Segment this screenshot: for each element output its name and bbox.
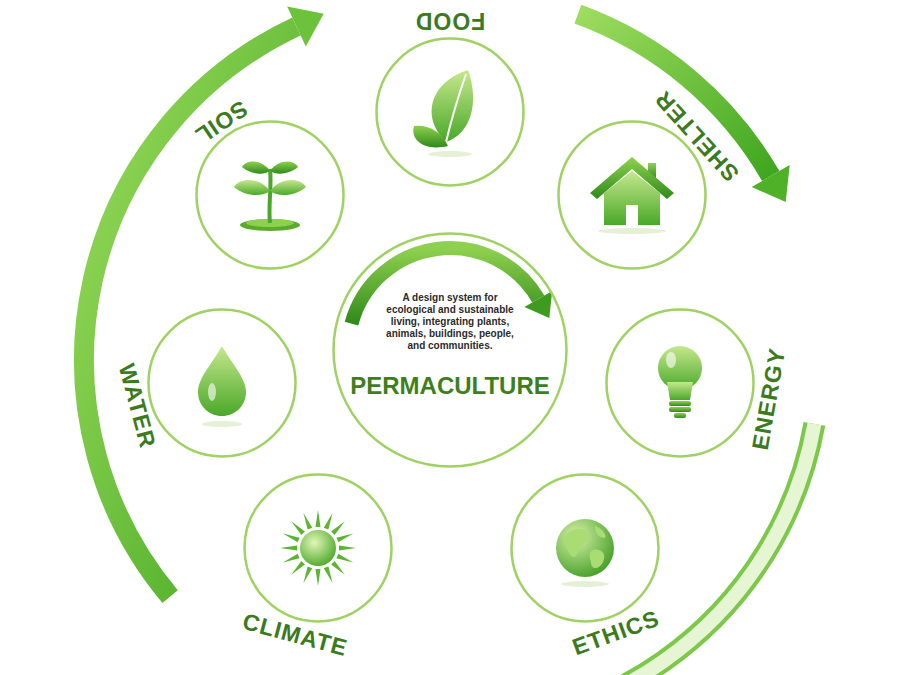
circle-outline <box>334 234 567 467</box>
cycle-arrow <box>388 424 814 675</box>
circle-outline <box>243 473 393 623</box>
cycle-arrow <box>84 7 324 597</box>
circle-outline <box>147 308 297 458</box>
circle-outline <box>607 310 754 457</box>
sprout-icon <box>234 161 306 231</box>
circle-outline <box>375 37 525 187</box>
topic-label: SHELTER <box>650 85 745 187</box>
circle-outline <box>197 122 344 269</box>
text-holder: CLIMATE <box>239 608 350 662</box>
topic-label: CLIMATE <box>239 608 350 662</box>
topic-circle: ETHICS <box>510 473 660 623</box>
cycle-arrow <box>578 14 790 202</box>
text-holder: ETHICS <box>569 604 663 660</box>
topic-circle: ENERGY <box>605 308 755 458</box>
drop-icon <box>198 346 246 427</box>
circle-outline <box>510 473 660 623</box>
circle-outline <box>512 475 659 622</box>
topic-circle: SOIL <box>195 120 345 270</box>
circle-outline <box>195 120 345 270</box>
center-circle: PERMACULTURE A design system for ecologic… <box>332 232 568 468</box>
text-holder: SHELTER <box>650 85 745 187</box>
globe-icon <box>556 519 614 587</box>
topic-label: ETHICS <box>569 604 663 660</box>
text-holder: FOOD <box>415 7 485 34</box>
circle-outline <box>245 475 392 622</box>
topic-circle: FOOD <box>375 37 525 187</box>
circle-outline <box>149 310 296 457</box>
circle-outline <box>605 308 755 458</box>
house-icon <box>590 157 674 234</box>
bulb-icon <box>658 346 702 418</box>
topic-circle: WATER <box>147 308 297 458</box>
leaf-icon <box>413 70 473 157</box>
circle-outline <box>377 39 524 186</box>
center-description: A design system for ecological and susta… <box>382 292 518 352</box>
topic-label: WATER <box>113 361 161 451</box>
center-title: PERMACULTURE <box>350 372 550 400</box>
sun-icon <box>280 510 356 586</box>
topic-label: FOOD <box>415 7 485 34</box>
topic-circle: SHELTER <box>557 120 707 270</box>
text-holder: WATER <box>113 361 161 451</box>
topic-circle: CLIMATE <box>243 473 393 623</box>
text-holder: A design system for ecological and susta… <box>382 292 518 352</box>
text-holder: PERMACULTURE <box>350 372 550 400</box>
circle-outline <box>559 122 706 269</box>
